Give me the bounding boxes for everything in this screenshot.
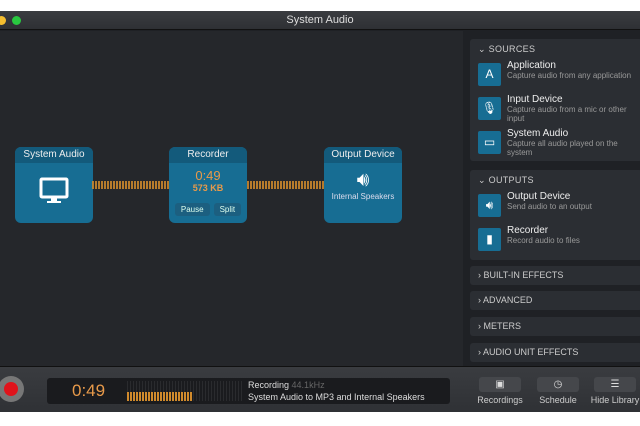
recordings-button[interactable]: ▣ [479,377,521,392]
recording-summary: System Audio to MP3 and Internal Speaker… [248,392,425,402]
speaker-icon: 🔊︎ [356,169,370,191]
section-audio-unit-effects[interactable]: › AUDIO UNIT EFFECTS [470,343,640,362]
section-meters[interactable]: › METERS [470,317,640,336]
status-display: 0:49 Recording 44.1kHz System Audio to M… [47,378,450,404]
output-node[interactable]: Output Device 🔊︎ Internal Speakers [324,147,402,223]
recordings-label: Recordings [477,395,523,405]
elapsed-time: 0:49 [72,381,106,400]
split-button[interactable]: Split [213,203,242,216]
output-subtitle: Internal Speakers [331,192,395,201]
speaker-icon: 🔊︎ [478,194,501,217]
monitor-icon [39,177,69,203]
level-meter [127,381,242,401]
section-built-in-effects[interactable]: › BUILT-IN EFFECTS [470,266,640,285]
title-bar: System Audio [0,11,640,30]
section-advanced[interactable]: › ADVANCED [470,291,640,310]
pause-button[interactable]: Pause [174,203,210,216]
sample-rate: 44.1kHz [291,380,325,390]
hide-library-label: Hide Library [590,395,640,405]
file-icon: ▮ [478,228,501,251]
node-title: Output Device [324,147,402,163]
outputs-header[interactable]: ⌄ OUTPUTS [478,175,534,185]
record-button[interactable] [0,376,24,402]
source-node-system-audio[interactable]: System Audio [15,147,93,223]
bottom-toolbar: 0:49 Recording 44.1kHz System Audio to M… [0,366,640,412]
clock-icon: ◷ [553,379,563,390]
node-title: System Audio [15,147,93,163]
recording-state: Recording [248,380,290,390]
minimize-button[interactable] [0,16,6,25]
app-icon: A [478,63,501,86]
app-window: System Audio System Audio Recorder 0:49 … [0,11,640,412]
microphone-icon: 🎙︎ [478,97,501,120]
schedule-label: Schedule [539,395,577,405]
recorder-time: 0:49 [195,168,221,183]
hide-library-button[interactable]: ☰ [594,377,636,392]
zoom-button[interactable] [12,16,21,25]
recorder-size: 573 KB [192,183,224,193]
window-title: System Audio [286,14,354,26]
monitor-icon: ▭ [478,131,501,154]
connection-wire [92,181,169,189]
schedule-button[interactable]: ◷ [537,377,579,392]
connection-wire [247,181,324,189]
sources-header[interactable]: ⌄ SOURCES [478,44,536,54]
recordings-icon: ▣ [495,379,505,390]
list-icon: ☰ [610,379,620,390]
node-title: Recorder [169,147,247,163]
